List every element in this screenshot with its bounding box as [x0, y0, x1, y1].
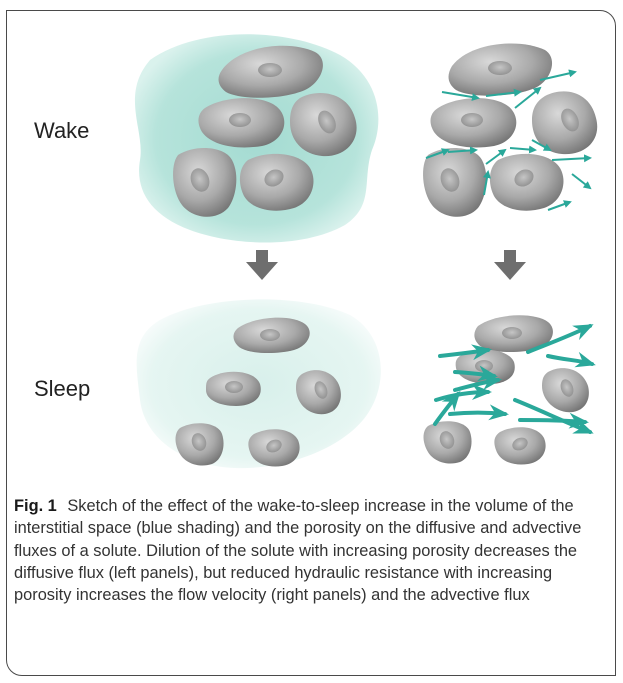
flow-arrow [510, 148, 535, 150]
cell-nucleus [225, 381, 243, 393]
cell-nucleus [502, 327, 522, 339]
wake-right-cells [423, 43, 597, 216]
caption-text: Sketch of the effect of the wake-to-slee… [14, 497, 581, 604]
wake-label: Wake [34, 118, 89, 144]
transition-arrows [246, 250, 526, 280]
figure-caption: Fig. 1 Sketch of the effect of the wake-… [14, 495, 599, 606]
flow-arrow [572, 174, 590, 188]
flow-arrow [436, 392, 488, 400]
cell-nucleus [229, 113, 251, 127]
sleep-label: Sleep [34, 376, 90, 402]
cell-nucleus [258, 63, 282, 77]
flow-arrow [548, 356, 592, 364]
cell-nucleus [260, 329, 280, 341]
down-arrow-left [246, 250, 278, 280]
cell-nucleus [461, 113, 483, 127]
flow-arrow [450, 413, 505, 415]
figure-illustration [0, 0, 623, 490]
flow-arrow [552, 158, 590, 160]
figure-number: Fig. 1 [14, 497, 57, 515]
cell-nucleus [475, 360, 493, 372]
cell-nucleus [488, 61, 512, 75]
flow-arrow [520, 420, 585, 422]
down-arrow-right [494, 250, 526, 280]
